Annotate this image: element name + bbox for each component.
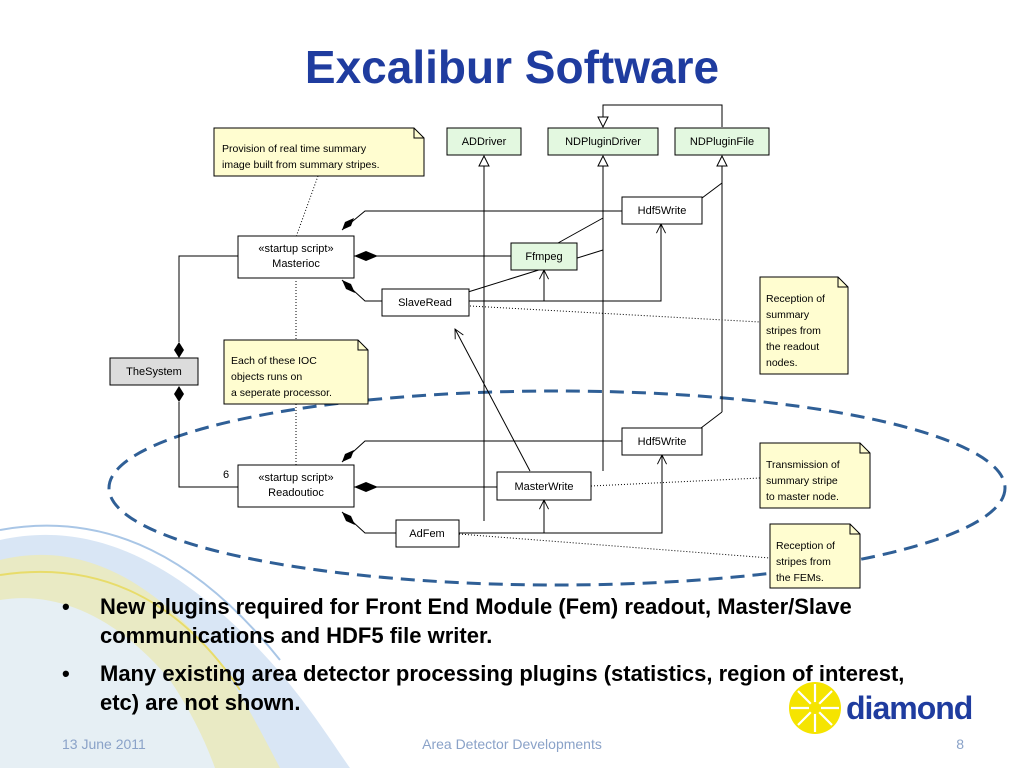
gen-hdf5top-ndpluginfile: [701, 182, 723, 199]
svg-text:«startup script»: «startup script»: [258, 243, 333, 255]
svg-text:Hdf5Write: Hdf5Write: [638, 205, 687, 217]
svg-text:Ffmpeg: Ffmpeg: [525, 251, 562, 263]
svg-text:NDPluginFile: NDPluginFile: [690, 136, 754, 148]
svg-text:«startup script»: «startup script»: [258, 472, 333, 484]
assoc-slaveread-hdf5top: [469, 224, 661, 302]
class-hdf5write-bottom[interactable]: Hdf5Write: [621, 427, 703, 456]
diamond-logo-text: diamond: [846, 690, 973, 726]
svg-text:the FEMs.: the FEMs.: [776, 572, 824, 584]
svg-text:a seperate processor.: a seperate processor.: [231, 387, 332, 399]
svg-text:image built from summary strip: image built from summary stripes.: [222, 159, 380, 171]
diamond-masterioc-bottom: [342, 280, 355, 293]
svg-text:Transmission of: Transmission of: [766, 459, 840, 471]
svg-text:TheSystem: TheSystem: [126, 366, 182, 378]
note-summary-image: Provision of real time summary image bui…: [213, 127, 425, 177]
multiplicity-label: 6: [223, 469, 229, 481]
comp-masterioc-hdf5top: [341, 210, 622, 231]
svg-text:stripes from: stripes from: [776, 556, 831, 568]
class-thesystem[interactable]: TheSystem: [109, 357, 199, 386]
readout-group-ellipse: [107, 389, 1007, 587]
svg-text:SlaveRead: SlaveRead: [398, 297, 452, 309]
svg-text:Provision of real time summary: Provision of real time summary: [222, 143, 367, 155]
uml-class-diagram: 6 ADDriver NDPluginDriver NDPluginFile: [107, 104, 1007, 589]
gen-slaveread-ndplugindriver: [467, 249, 604, 293]
note-anchor-lines: [295, 175, 771, 559]
diamond-sunburst-icon: [789, 682, 841, 734]
svg-text:summary: summary: [766, 309, 810, 321]
class-ndplugindriver[interactable]: NDPluginDriver: [547, 127, 659, 156]
class-slaveread[interactable]: SlaveRead: [381, 288, 470, 317]
assoc-adfem-hdf5bottom: [459, 455, 662, 534]
comp-readoutioc-hdf5bottom: [341, 440, 622, 463]
gen-ffmpeg-ndplugindriver: [557, 217, 604, 244]
svg-text:NDPluginDriver: NDPluginDriver: [565, 136, 641, 148]
diamond-masterioc-top: [342, 218, 354, 230]
note-transmission: Transmission of summary stripe to master…: [759, 442, 871, 509]
svg-text:nodes.: nodes.: [766, 357, 798, 369]
gen-hdf5bottom-ndpluginfile: [700, 411, 723, 429]
class-hdf5write-top[interactable]: Hdf5Write: [621, 196, 703, 225]
footer-date: 13 June 2011: [62, 736, 146, 752]
class-ndpluginfile[interactable]: NDPluginFile: [674, 127, 770, 156]
diamond-readoutioc-bottom: [342, 512, 355, 525]
bullet-marker: •: [62, 661, 70, 686]
note-reception-summary: Reception of summary stripes from the re…: [759, 276, 849, 375]
footer-title: Area Detector Developments: [422, 736, 602, 752]
svg-text:stripes from: stripes from: [766, 325, 821, 337]
class-ffmpeg[interactable]: Ffmpeg: [510, 242, 578, 271]
svg-text:Readoutioc: Readoutioc: [268, 487, 324, 499]
svg-text:summary stripe: summary stripe: [766, 475, 838, 487]
svg-text:Masterioc: Masterioc: [272, 258, 320, 270]
svg-text:Reception of: Reception of: [766, 293, 825, 305]
svg-text:AdFem: AdFem: [409, 528, 444, 540]
slide-title: Excalibur Software: [304, 41, 720, 93]
diamond-readoutioc-top: [342, 450, 354, 462]
svg-text:Each of these IOC: Each of these IOC: [231, 355, 317, 367]
diamond-thesystem-bottom: [174, 386, 184, 402]
bullet-text: Many existing area detector processing p…: [100, 661, 905, 715]
class-adfem[interactable]: AdFem: [395, 519, 460, 548]
comp-thesystem-readoutioc: [178, 402, 238, 488]
note-ioc-processor: Each of these IOC objects runs on a sepe…: [223, 339, 369, 405]
wave-line-1: [0, 524, 281, 661]
wave-line-2: [0, 571, 241, 691]
diamond-thesystem-top: [174, 342, 184, 358]
comp-thesystem-masterioc: [178, 255, 238, 342]
diamond-readoutioc-mid: [354, 482, 378, 492]
class-addriver[interactable]: ADDriver: [446, 127, 522, 156]
bullet-list: • New plugins required for Front End Modu…: [62, 592, 922, 726]
svg-text:MasterWrite: MasterWrite: [514, 481, 573, 493]
class-masterwrite[interactable]: MasterWrite: [496, 471, 592, 501]
bullet-item: • New plugins required for Front End Modu…: [62, 592, 922, 650]
svg-text:Hdf5Write: Hdf5Write: [638, 436, 687, 448]
bullet-item: • Many existing area detector processing …: [62, 659, 922, 717]
class-masterioc[interactable]: «startup script» Masterioc: [237, 235, 355, 279]
page-number: 8: [956, 736, 964, 752]
assoc-masterwrite-slaveread: [455, 329, 531, 472]
wave-light: [0, 598, 215, 768]
bullet-text: New plugins required for Front End Modul…: [100, 594, 852, 648]
svg-text:to master node.: to master node.: [766, 491, 839, 503]
bullet-marker: •: [62, 594, 70, 619]
gen-ndpluginfile-ndplugindriver: [603, 104, 723, 127]
svg-text:ADDriver: ADDriver: [462, 136, 507, 148]
diamond-masterioc-mid: [354, 251, 378, 261]
note-reception-fems: Reception of stripes from the FEMs.: [769, 523, 861, 589]
svg-text:Reception of: Reception of: [776, 540, 835, 552]
svg-text:objects runs on: objects runs on: [231, 371, 302, 383]
class-readoutioc[interactable]: «startup script» Readoutioc: [237, 464, 355, 508]
svg-text:the readout: the readout: [766, 341, 819, 353]
